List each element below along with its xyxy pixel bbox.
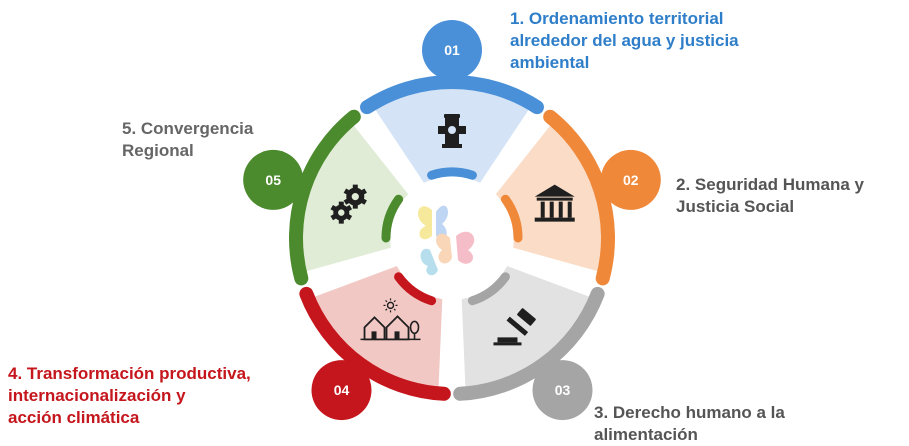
segment-outer-arc: [453, 286, 605, 401]
segment-inner-arc: [467, 272, 510, 306]
segment-03: 03: [453, 266, 605, 421]
pillar-label-line: 3. Derecho humano a la: [594, 403, 785, 422]
segment-fill: [306, 266, 443, 396]
pentagon-cycle-diagram: 01 02 03 04 05: [243, 20, 661, 421]
number-badge-02: 02: [600, 149, 661, 210]
number-badge-01: 01: [422, 20, 482, 80]
pillar-label-04: 4. Transformación productiva, internacion…: [8, 363, 251, 429]
segment-inner-arc: [394, 272, 437, 306]
segment-outer-arc: [543, 109, 615, 286]
pillar-label-line: internacionalización y: [8, 386, 186, 405]
segment-fill: [461, 266, 598, 396]
number-badge-text: 05: [265, 172, 281, 188]
pillar-label-line: alimentación: [594, 425, 698, 444]
number-badge-03: 03: [532, 360, 593, 421]
fire-hydrant-icon: [438, 114, 466, 148]
gavel-icon: [493, 308, 536, 346]
center-circle: [408, 194, 496, 282]
pillar-label-03: 3. Derecho humano a la alimentación: [594, 402, 785, 446]
segment-04: 04: [299, 266, 451, 421]
pillar-label-line: alrededor del agua y justicia: [510, 31, 739, 50]
pillar-label-line: Regional: [122, 141, 194, 160]
number-badge-text: 02: [623, 172, 639, 188]
pillar-label-line: ambiental: [510, 53, 590, 72]
segment-05: 05: [243, 109, 409, 286]
number-badge-text: 01: [444, 42, 460, 58]
pillar-label-02: 2. Seguridad Humana y Justicia Social: [676, 174, 864, 218]
pillar-label-line: 2. Seguridad Humana y: [676, 175, 864, 194]
number-badge-text: 04: [334, 382, 350, 398]
segment-inner-arc: [500, 194, 523, 243]
gears-icon: [330, 184, 367, 224]
pillar-label-line: acción climática: [8, 408, 140, 427]
pillar-label-line: 1. Ordenamiento territorial: [510, 9, 724, 28]
pillar-label-line: 5. Convergencia: [122, 119, 254, 138]
pillar-label-01: 1. Ordenamiento territorial alrededor del…: [510, 8, 739, 74]
pillar-label-line: Justicia Social: [676, 197, 795, 216]
butterflies-icon: [418, 205, 475, 276]
segment-inner-arc: [427, 167, 477, 180]
segment-02: 02: [495, 109, 661, 286]
number-badge-05: 05: [243, 149, 304, 210]
number-badge-text: 03: [555, 382, 571, 398]
institution-building-icon: [534, 184, 575, 222]
segment-outer-arc: [360, 75, 544, 115]
segment-outer-arc: [299, 286, 451, 401]
pillar-label-line: 4. Transformación productiva,: [8, 364, 251, 383]
segment-inner-arc: [381, 194, 404, 243]
segment-outer-arc: [289, 109, 361, 286]
houses-sun-icon: [360, 298, 421, 341]
number-badge-04: 04: [311, 360, 372, 421]
